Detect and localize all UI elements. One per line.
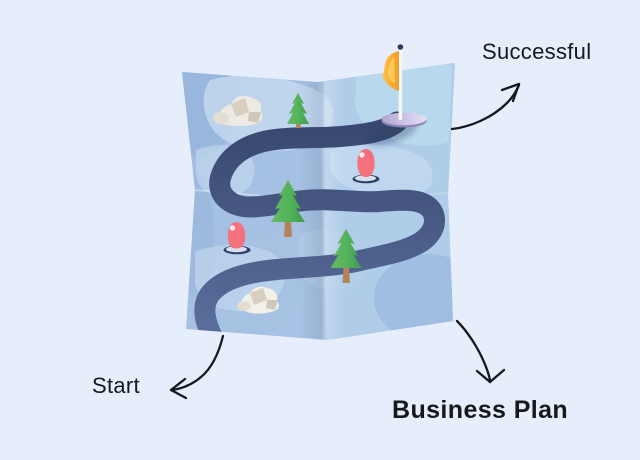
pine-tree-large-icon [330,229,362,283]
rocks-icon [213,95,263,127]
pine-tree-medium-icon [271,180,305,237]
business-plan-label: Business Plan [392,396,569,424]
success-arrow [450,82,521,131]
business-plan-arrow [455,319,506,384]
location-pin-icon [223,222,251,255]
flag-pole-ball [397,44,404,50]
rocks-icon [237,286,279,314]
start-arrow [169,334,225,400]
route-path [194,111,445,340]
folded-map [182,44,455,340]
goal-flag-icon [365,44,427,146]
pine-tree-small-icon [287,93,309,128]
flag-pole [398,47,403,120]
successful-label: Successful [482,39,592,64]
start-label: Start [92,373,140,398]
location-pin-icon [352,149,380,184]
